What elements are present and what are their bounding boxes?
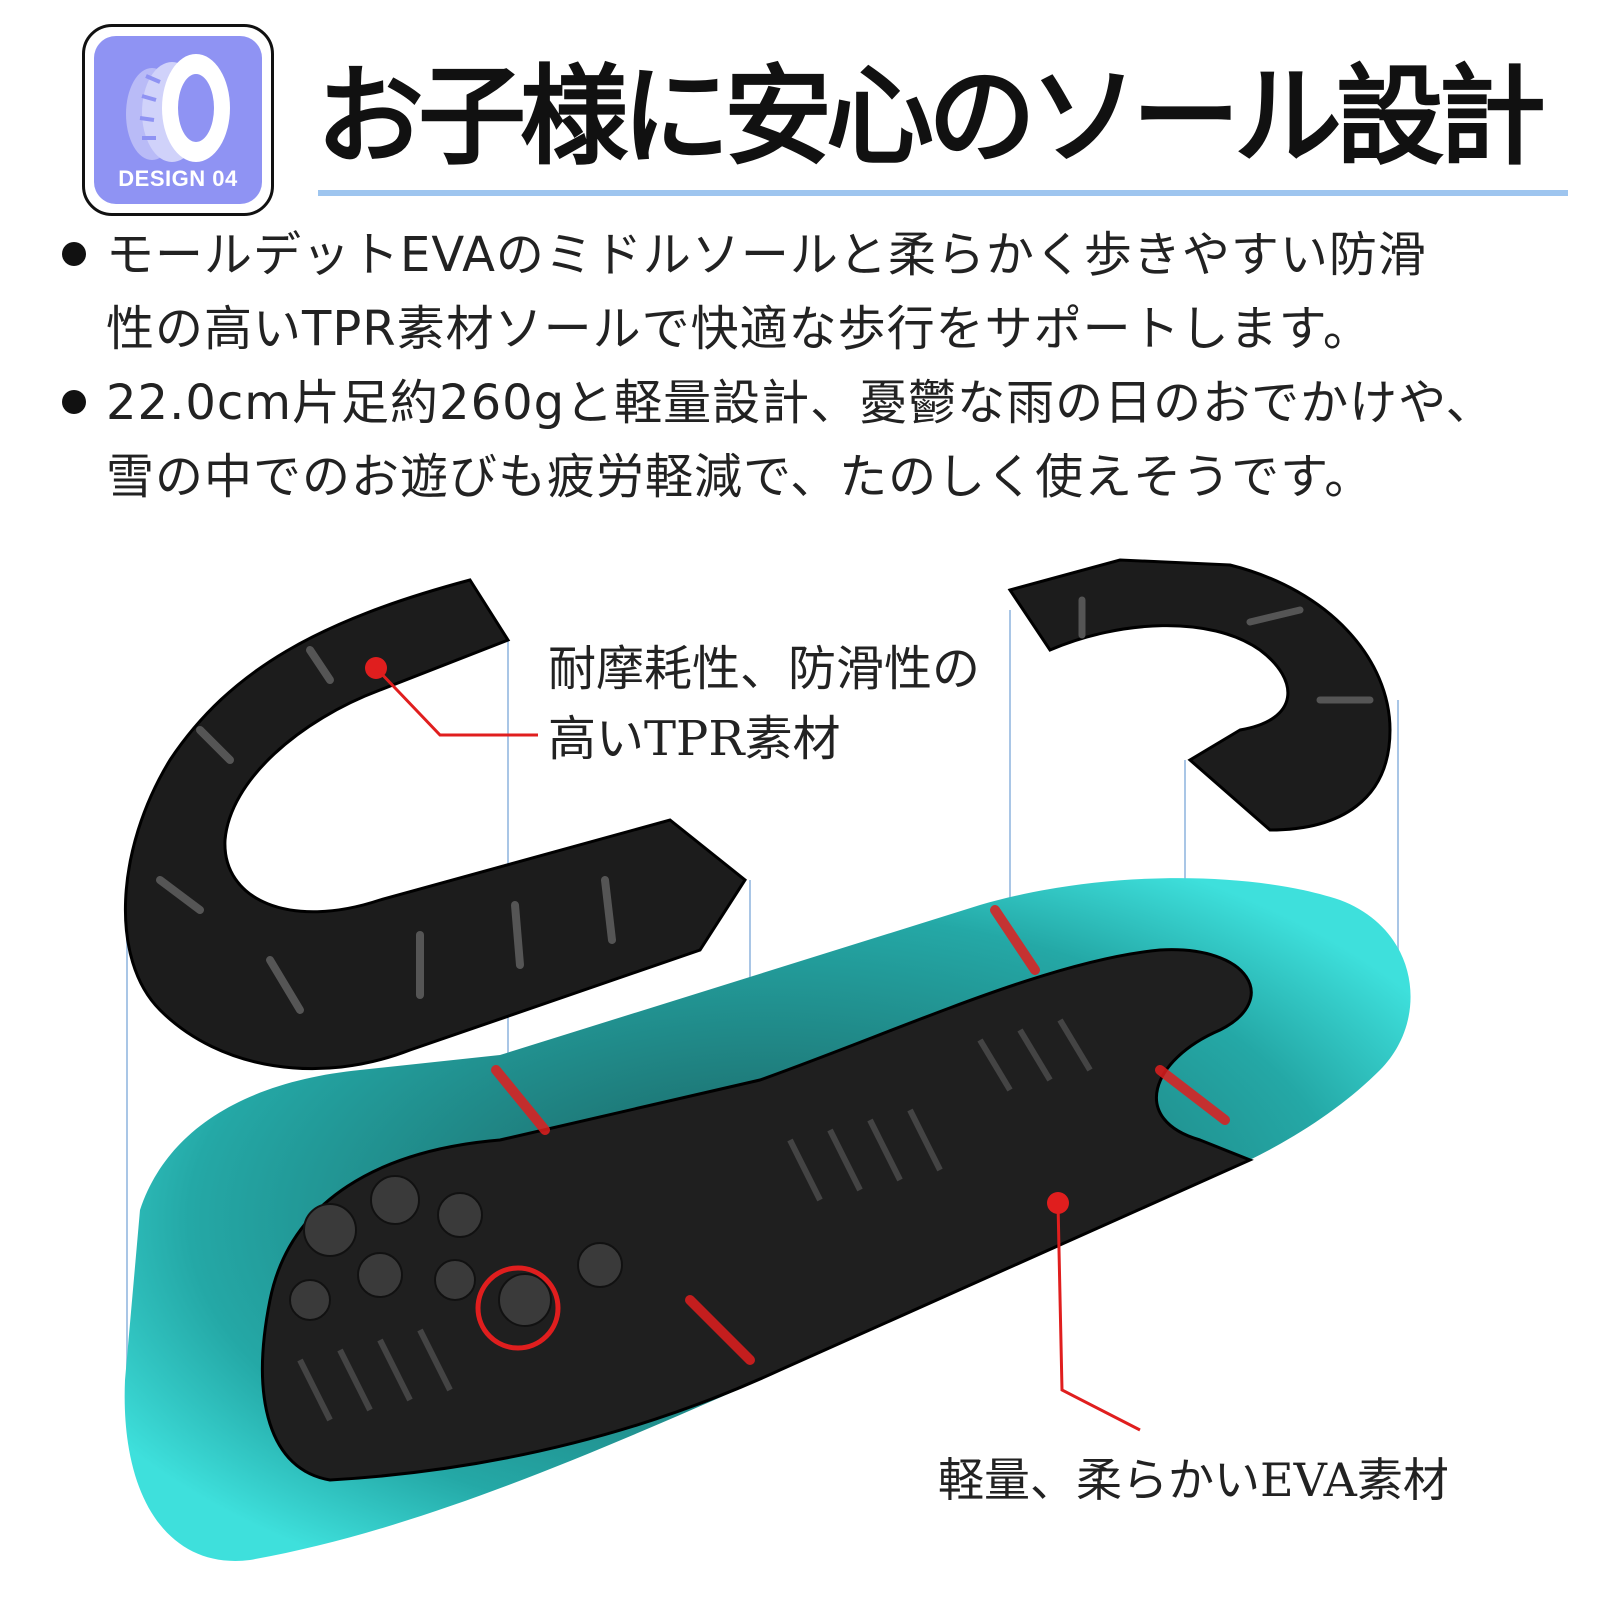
tread-bumps (289, 1175, 623, 1327)
bullet-line: 性の高いTPR素材ソールで快適な歩行をサポートします。 (106, 301, 1372, 357)
forefoot-outsole (123, 578, 747, 1071)
tpr-leader-line (374, 666, 538, 737)
section-marks (491, 905, 1230, 1365)
bump-highlight-ring (475, 1265, 561, 1351)
bullet-icon (62, 390, 86, 414)
tpr-callout-line: 耐摩耗性、防滑性の (548, 641, 981, 697)
list-item: 22.0cm片足約260gと軽量設計、憂鬱な雨の日のおでかけや、 雪の中でのお遊… (60, 366, 1590, 514)
bullet-icon (62, 242, 86, 266)
heel-outsole (1007, 558, 1392, 832)
badge-label: DESIGN 04 (118, 166, 238, 191)
title-underline (318, 190, 1568, 196)
tread-ridges (297, 1018, 1093, 1422)
feature-list: モールデットEVAのミドルソールと柔らかく歩きやすい防滑 性の高いTPR素材ソー… (60, 218, 1590, 514)
design-badge: DESIGN 04 (82, 24, 274, 216)
bullet-line: モールデットEVAのミドルソールと柔らかく歩きやすい防滑 (106, 227, 1427, 283)
eva-leader-line (1056, 1202, 1141, 1432)
list-item: モールデットEVAのミドルソールと柔らかく歩きやすい防滑 性の高いTPR素材ソー… (60, 218, 1590, 366)
heel-grooves (1078, 596, 1374, 704)
page-title: お子様に安心のソール設計 (316, 55, 1546, 180)
badge-background: DESIGN 04 (94, 36, 262, 204)
eva-callout: 軽量、柔らかいEVA素材 (938, 1453, 1449, 1507)
tpr-callout: 耐摩耗性、防滑性の 高いTPR素材 (548, 634, 980, 774)
forefoot-grooves (156, 646, 616, 1014)
bullet-line: 22.0cm片足約260gと軽量設計、憂鬱な雨の日のおでかけや、 (106, 375, 1495, 431)
bullet-line: 雪の中でのお遊びも疲労軽減で、たのしく使えそうです。 (106, 449, 1374, 505)
tire-icon (126, 54, 230, 162)
sole-illustration (123, 558, 1411, 1561)
tpr-callout-line: 高いTPR素材 (548, 711, 841, 767)
